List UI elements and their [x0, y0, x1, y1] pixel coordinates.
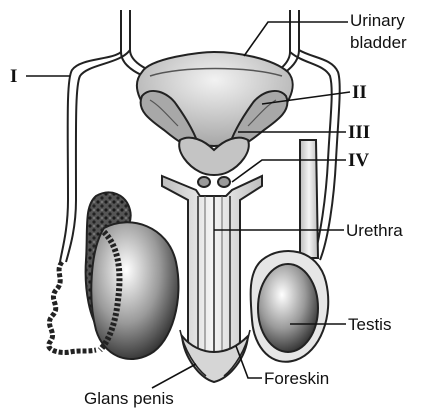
- leader-urinary-bladder: [244, 22, 348, 56]
- label-marker-2: II: [352, 82, 367, 103]
- cowpers-gland-right: [218, 177, 230, 187]
- label-marker-1: I: [10, 66, 17, 87]
- leader-marker-4: [232, 160, 346, 182]
- label-foreskin: Foreskin: [264, 369, 329, 388]
- right-spermatic-cord: [300, 140, 318, 258]
- leader-glans-penis: [152, 364, 196, 388]
- label-urethra: Urethra: [346, 221, 403, 240]
- left-testis: [91, 222, 178, 359]
- label-testis: Testis: [348, 315, 391, 334]
- label-marker-4: IV: [348, 150, 369, 171]
- label-marker-3: III: [348, 122, 370, 143]
- label-glans-penis: Glans penis: [84, 389, 174, 408]
- right-vas-deferens: [254, 10, 340, 260]
- cowpers-gland-left: [198, 177, 210, 187]
- label-urinary-bladder-line2: bladder: [350, 33, 407, 52]
- right-testis: [258, 264, 318, 352]
- label-urinary-bladder-line1: Urinary: [350, 11, 405, 30]
